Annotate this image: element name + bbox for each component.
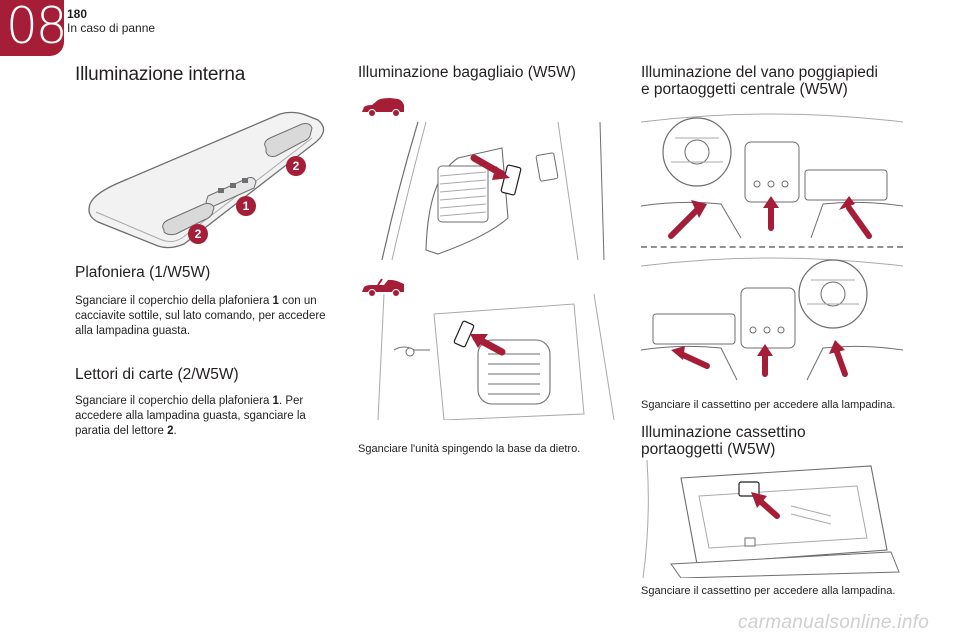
- hatchback-car-icon: [360, 96, 406, 118]
- lettori-text: Sganciare il coperchio della plafoniera …: [75, 395, 306, 437]
- trunk-illustration-cabrio: [374, 294, 620, 420]
- callout-2-badge-lower: 2: [188, 224, 208, 244]
- trunk-illustration-hatchback: [378, 118, 620, 260]
- glovebox-illustration: [641, 460, 903, 578]
- section-title: In caso di panne: [67, 21, 156, 35]
- interior-lighting-title: Illuminazione interna: [75, 64, 246, 85]
- footwell-illustration-bottom: [641, 254, 903, 382]
- chapter-tab: 08: [0, 0, 68, 56]
- chapter-number: 08: [6, 0, 68, 55]
- ref-1: 1: [272, 295, 279, 307]
- glovebox-title: Illuminazione cassettino portaoggetti (W…: [641, 424, 806, 458]
- divider-dashed: [641, 246, 903, 248]
- callout-2-badge: 2: [286, 156, 306, 176]
- footwell-title: Illuminazione del vano poggiapiedi e por…: [641, 64, 878, 98]
- watermark: carmanualsonline.info: [738, 612, 930, 633]
- ref-1: 1: [272, 395, 279, 407]
- cabrio-car-icon: [360, 276, 406, 298]
- plafoniera-text: Sganciare il coperchio della plafoniera …: [75, 295, 326, 337]
- page-number: 180: [67, 7, 88, 21]
- ref-2: 2: [167, 425, 174, 437]
- footwell-caption: Sganciare il cassettino per accedere all…: [641, 399, 896, 411]
- footwell-illustration-top: [641, 112, 903, 240]
- plafoniera-title: Plafoniera (1/W5W): [75, 264, 211, 281]
- ceiling-light-illustration: 2 1 2: [80, 104, 340, 252]
- trunk-caption: Sganciare l'unità spingendo la base da d…: [358, 443, 581, 455]
- callout-1-badge: 1: [236, 196, 256, 216]
- glovebox-caption: Sganciare il cassettino per accedere all…: [641, 585, 896, 597]
- trunk-lighting-title: Illuminazione bagagliaio (W5W): [358, 64, 576, 81]
- lettori-title: Lettori di carte (2/W5W): [75, 366, 239, 383]
